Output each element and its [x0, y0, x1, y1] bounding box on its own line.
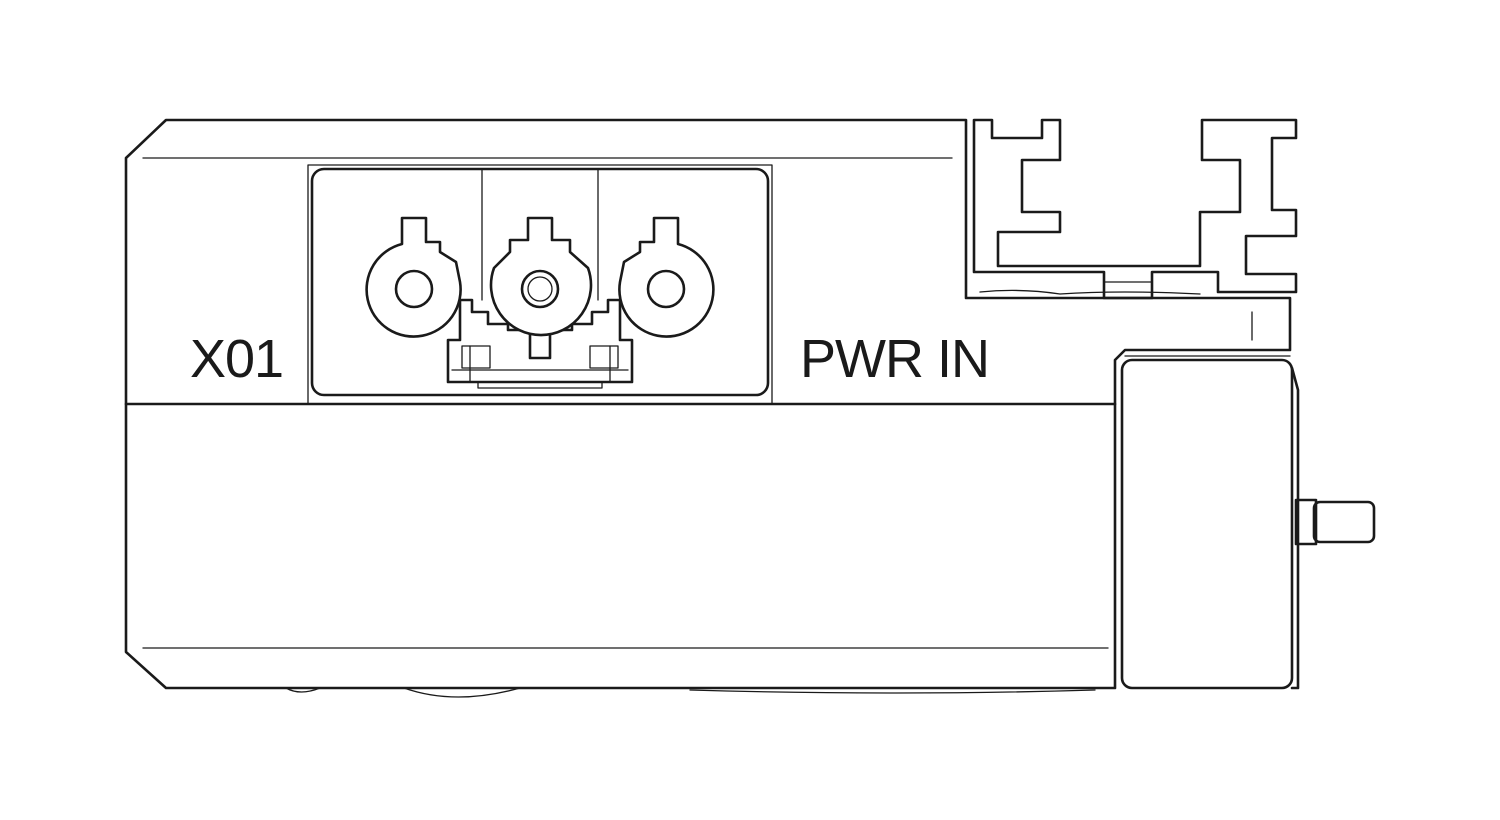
connector-function-label: PWR IN: [800, 329, 989, 389]
connector-x01: [307, 164, 773, 405]
bottom-foot-left: [285, 687, 321, 693]
pin-3-contact: [646, 269, 686, 309]
pin-1-contact: [394, 269, 434, 309]
latch-left: [461, 345, 491, 369]
bottom-thread: [689, 689, 1096, 694]
housing-lower-section: [124, 402, 1117, 690]
pin-2-inner: [527, 276, 553, 302]
connector-bezel: [307, 164, 773, 405]
side-module: [1120, 358, 1376, 690]
connector-face: [310, 167, 770, 397]
bottom-foot-center: [403, 687, 521, 698]
bottom-features: [285, 687, 1096, 698]
side-module-edge: [1290, 366, 1300, 690]
pin-socket-1: [365, 216, 462, 338]
housing-upper-section: [124, 118, 1292, 406]
mounting-rail-profile: [972, 118, 1298, 300]
side-pin-base: [1294, 498, 1318, 546]
side-module-body: [1120, 358, 1294, 690]
latch-bar-bottom: [477, 381, 603, 389]
rail-clip-edge: [979, 289, 1201, 295]
pin-socket-3: [618, 216, 715, 338]
housing-body: [124, 118, 1292, 690]
rail-outer-outline: [972, 118, 1298, 300]
side-pin-shaft: [1312, 500, 1376, 544]
connector-id-label: X01: [190, 329, 283, 389]
pin-socket-2: [489, 216, 593, 337]
latch-right: [589, 345, 619, 369]
pin-2-contact: [520, 269, 560, 309]
